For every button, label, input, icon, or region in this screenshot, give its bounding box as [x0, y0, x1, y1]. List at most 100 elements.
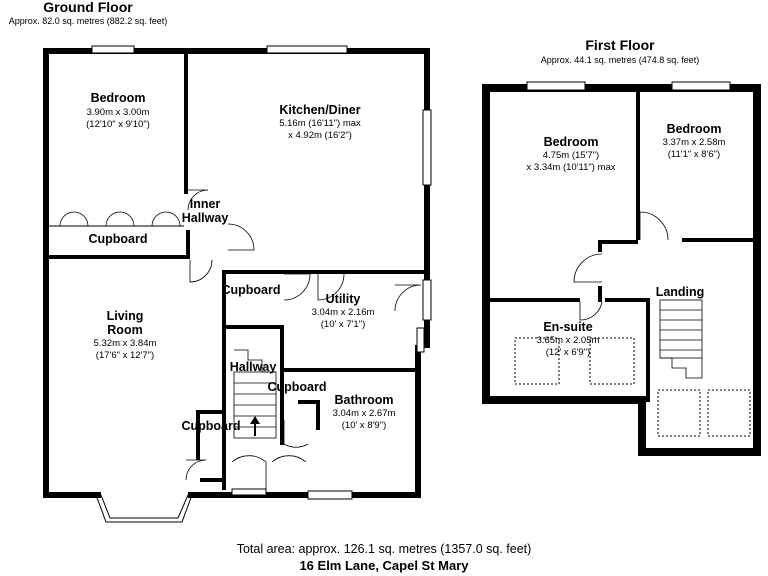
window	[307, 490, 353, 500]
wall	[605, 298, 650, 302]
door	[271, 455, 307, 463]
wall	[200, 478, 222, 482]
room-dims: (17'6" x 12'7")	[96, 350, 154, 361]
first-floor-area: Approx. 44.1 sq. metres (474.8 sq. feet)	[541, 55, 700, 65]
fixture	[514, 337, 560, 385]
fixture	[707, 389, 751, 437]
room-dims: (12' x 6'9")	[546, 347, 591, 358]
bay-window	[95, 494, 193, 523]
wall	[682, 238, 753, 242]
window	[266, 45, 348, 54]
wall	[316, 400, 320, 430]
first-stair-wall	[638, 396, 646, 454]
window	[526, 81, 586, 91]
stairs	[659, 299, 703, 379]
first-west-wall	[482, 84, 490, 402]
first-south-wall-right	[638, 448, 761, 456]
first-floor-title: First Floor	[585, 37, 655, 53]
ground-south-wall-right	[188, 492, 421, 498]
ground-north-wall	[43, 48, 430, 54]
room-dims: 3.90m x 3.00m	[87, 107, 150, 118]
door	[579, 301, 603, 321]
room-dims: (11'1" x 8'6")	[668, 149, 720, 160]
wall	[598, 240, 638, 244]
window	[671, 81, 731, 91]
wall	[490, 298, 580, 302]
door	[231, 455, 267, 490]
room-name: Living	[107, 309, 144, 323]
room-name: Utility	[326, 292, 361, 306]
property-address: 16 Elm Lane, Capel St Mary	[299, 558, 469, 573]
room-dims: x 3.34m (10'11") max	[527, 162, 616, 173]
ground-floor-area: Approx. 82.0 sq. metres (882.2 sq. feet)	[9, 16, 168, 26]
fixture	[657, 389, 701, 437]
window	[422, 279, 432, 321]
wall	[222, 270, 424, 274]
door	[187, 189, 209, 211]
wall	[636, 92, 640, 240]
room-dims: 4.75m (15'7")	[543, 150, 599, 161]
room-dims: 3.04m x 2.67m	[333, 408, 396, 419]
door	[317, 273, 345, 301]
ground-east-wall-upper	[424, 48, 430, 348]
wall	[646, 302, 650, 402]
total-area: Total area: approx. 126.1 sq. metres (13…	[237, 542, 532, 556]
first-floor-plan	[482, 81, 761, 456]
wall	[196, 410, 222, 414]
door	[227, 223, 255, 251]
room-name: Bedroom	[91, 91, 146, 105]
first-south-wall-left	[482, 396, 644, 404]
room-dims: 3.37m x 2.58m	[663, 137, 726, 148]
ground-floor-plan	[43, 45, 432, 523]
room-name: Hallway	[230, 360, 277, 374]
room-name: Kitchen/Diner	[279, 103, 360, 117]
room-dims: 5.32m x 3.84m	[94, 338, 157, 349]
door	[283, 273, 311, 301]
wall	[298, 400, 320, 404]
room-dims: 3.04m x 2.16m	[312, 307, 375, 318]
room-name: Landing	[656, 285, 705, 299]
door	[185, 459, 207, 481]
window	[416, 327, 425, 353]
fixture	[589, 337, 635, 385]
wall	[184, 54, 188, 194]
first-east-wall	[753, 84, 761, 454]
window	[422, 109, 432, 186]
room-name: Bathroom	[334, 393, 393, 407]
room-name: Cupboard	[267, 380, 326, 394]
room-dims: 5.16m (16'11") max	[279, 118, 361, 129]
ground-floor-title: Ground Floor	[43, 0, 133, 15]
door	[394, 284, 422, 312]
door	[573, 253, 603, 283]
wall	[280, 368, 421, 372]
stairs	[233, 349, 277, 439]
ground-east-wall-lower	[415, 345, 421, 498]
front-door	[231, 488, 267, 496]
door	[283, 420, 309, 448]
wall	[598, 240, 602, 252]
room-dims: x 4.92m (16'2")	[288, 130, 352, 141]
room-name: Cupboard	[221, 283, 280, 297]
stairs-up-arrow-icon	[250, 416, 260, 436]
ground-west-wall	[43, 48, 49, 498]
room-name: Inner	[190, 197, 221, 211]
room-name: Cupboard	[181, 419, 240, 433]
first-north-wall	[482, 84, 757, 92]
wall	[196, 410, 200, 460]
room-dims: (10' x 8'9")	[342, 420, 387, 431]
room-dims: 3.65m x 2.05m	[537, 335, 600, 346]
room-name: Bedroom	[667, 122, 722, 136]
wall	[598, 286, 602, 302]
window	[91, 45, 135, 54]
room-name: Room	[107, 323, 142, 337]
ground-south-wall-left	[43, 492, 101, 498]
room-dims: (10' x 7'1")	[321, 319, 366, 330]
wall	[49, 255, 190, 259]
door	[189, 259, 213, 283]
cupboard-doors	[49, 211, 184, 227]
room-name: Cupboard	[88, 232, 147, 246]
wall	[222, 270, 226, 490]
wall	[186, 230, 190, 259]
wall	[222, 325, 282, 329]
room-name: Hallway	[182, 211, 229, 225]
